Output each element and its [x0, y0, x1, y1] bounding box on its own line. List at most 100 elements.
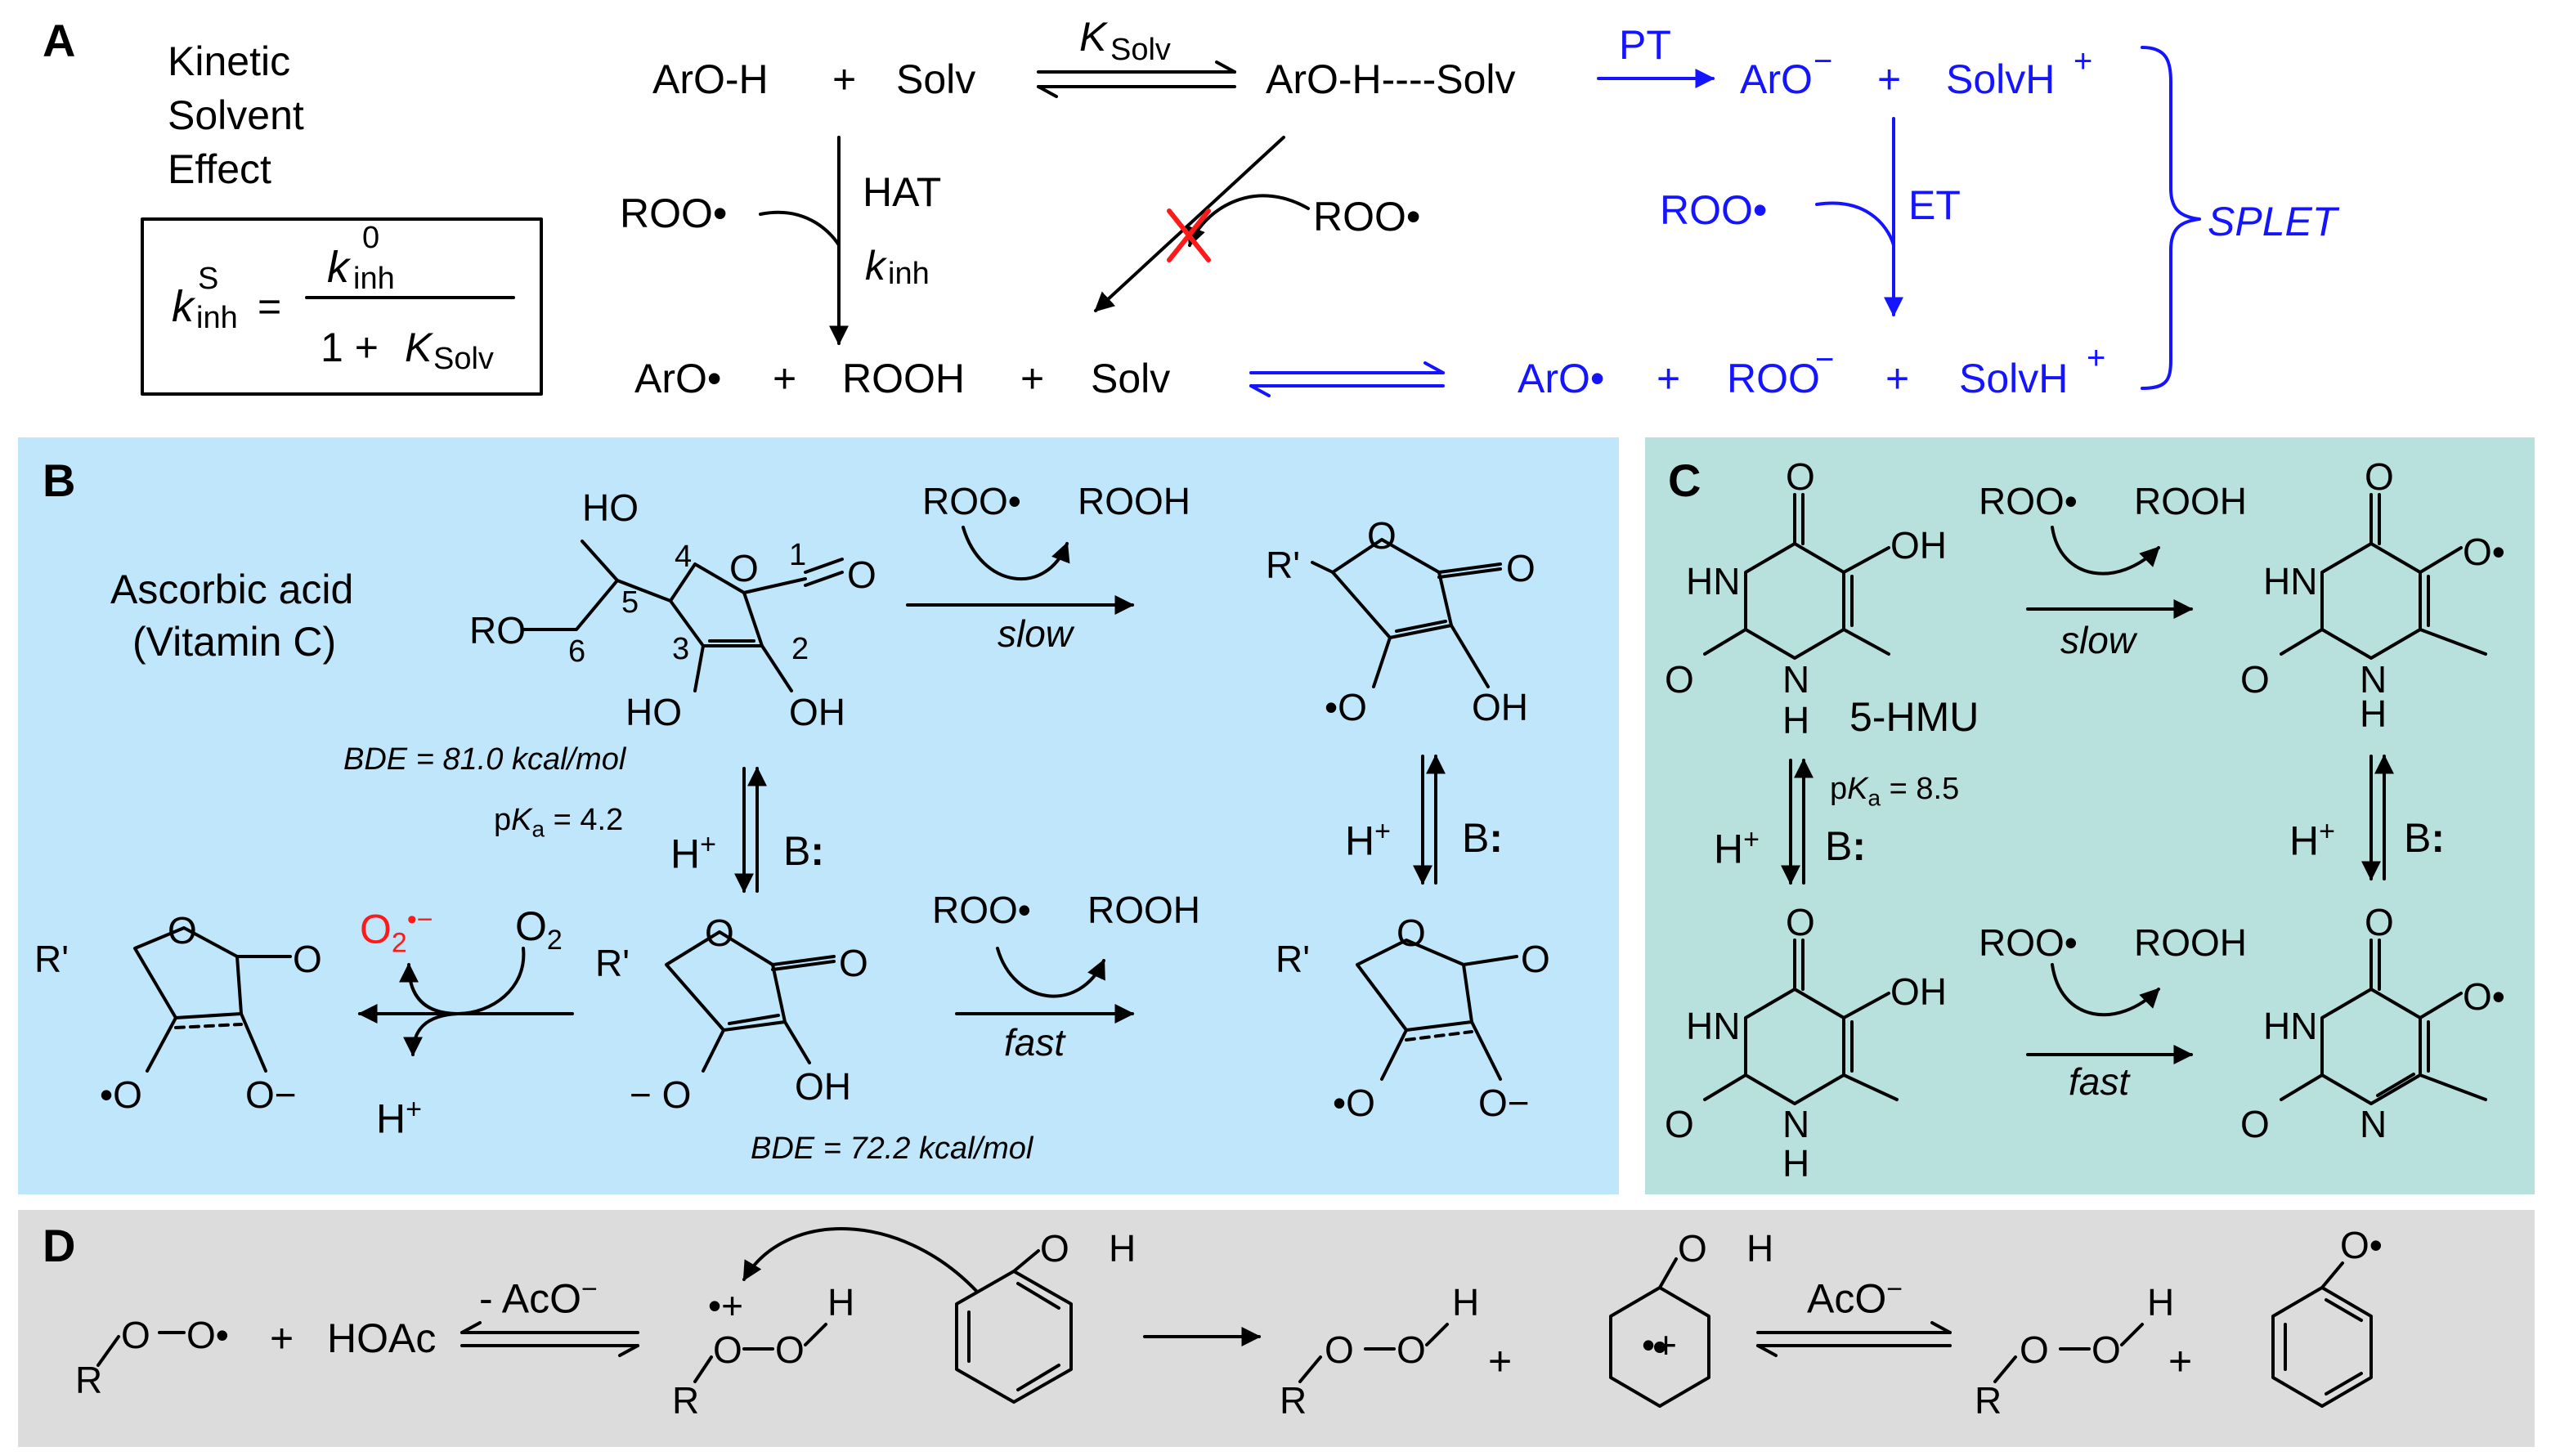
roo-curved-arrow-left	[759, 210, 841, 247]
h-label: H	[376, 1095, 406, 1142]
hmu-tl-o-top: O	[1786, 455, 1815, 498]
et-label: ET	[1908, 182, 1961, 228]
product1-o2: O	[1397, 1328, 1426, 1371]
hplus-released: H+	[376, 1095, 422, 1140]
b-label: B	[783, 828, 811, 874]
hmu-tr-o-top: O	[2365, 455, 2394, 498]
ascorbic-acid-structure	[522, 540, 844, 692]
kse-title-line1: Kinetic	[168, 38, 291, 84]
atom-number-4: 4	[675, 540, 693, 574]
k-inh-s-sup: S	[198, 262, 219, 296]
k-inh-label: k	[865, 243, 885, 289]
peroxyl-r: R	[75, 1359, 103, 1401]
protonated-o1: O	[713, 1328, 742, 1371]
slow-label-b: slow	[998, 612, 1074, 655]
ho-c3: HO	[625, 691, 682, 733]
peroxyl-o2: O•	[186, 1314, 229, 1356]
kse-title-line3: Effect	[168, 146, 271, 192]
carbonyl-oxygen-radical: O	[1506, 547, 1536, 589]
ho-top: HO	[582, 486, 639, 529]
panel-b-background	[18, 437, 1619, 1194]
oxide-right-product: O−	[1478, 1082, 1530, 1124]
protonated-r: R	[672, 1379, 700, 1422]
oxygen-radical-left-product: •O	[100, 1073, 142, 1116]
phenol-h: H	[1109, 1227, 1137, 1270]
hmu-top-right-ring	[2280, 493, 2487, 660]
hmu-bl-oh: OH	[1890, 970, 1947, 1013]
phenol-ring	[955, 1249, 1073, 1404]
hplus-equil-c-left: H+	[1714, 826, 1760, 870]
hmu-br-hn: HN	[2263, 1005, 2318, 1047]
hmu-tl-o-left: O	[1665, 658, 1694, 701]
bde-ascorbic-acid: BDE = 81.0 kcal/mol	[343, 742, 626, 777]
product2-o2: O	[2091, 1328, 2121, 1371]
phenoxyl-o-radical: O•	[2340, 1224, 2383, 1266]
hmu-bl-hn: HN	[1686, 1005, 1741, 1047]
oxygen-molecule-label: O2	[515, 906, 563, 954]
hmu-tr-o-radical: O•	[2463, 531, 2505, 573]
solvh-label-bottom: SolvH	[1959, 356, 2069, 401]
roo-minus-label: ROO	[1727, 356, 1820, 401]
roo-top-b: ROO•	[922, 480, 1021, 522]
ring-oxygen-radical: O	[1367, 514, 1397, 557]
h-charge: +	[2319, 816, 2335, 847]
hmu-br-o-radical: O•	[2463, 975, 2505, 1018]
k-inh-s-sub: inh	[196, 301, 238, 335]
ring-oxygen-anion: O	[705, 912, 734, 954]
phenol-o: O	[1040, 1227, 1069, 1270]
roo-radical-left: ROO•	[620, 190, 728, 236]
rprime-right-product: R'	[1276, 938, 1311, 980]
product1-o1: O	[1325, 1328, 1354, 1371]
roo-radical-blue: ROO•	[1660, 187, 1768, 233]
aro-radical-blue: ArO•	[1518, 356, 1605, 401]
cation-o: O	[1678, 1227, 1707, 1270]
solv-label-bottom: Solv	[1091, 356, 1171, 401]
product2-r: R	[1975, 1379, 2002, 1422]
h-charge: +	[1743, 824, 1760, 855]
blocked-x-mark	[1167, 208, 1211, 262]
oxide-anion: − O	[630, 1073, 692, 1116]
plus-d-3: +	[2168, 1338, 2193, 1384]
solvh-charge-top: +	[2074, 43, 2093, 79]
rooh-bottom-c: ROOH	[2134, 921, 2247, 964]
plus-row3-3: +	[1657, 356, 1681, 401]
pt-label: PT	[1619, 22, 1671, 68]
atom-number-1: 1	[789, 538, 807, 572]
h-label: H	[1714, 826, 1744, 872]
blocked-arrow	[1094, 136, 1285, 312]
fast-label-c: fast	[2069, 1060, 2130, 1103]
hmu-tr-o-left: O	[2240, 658, 2270, 701]
product2-o1: O	[2020, 1328, 2049, 1371]
hplus-equil-b-right: H+	[1345, 818, 1391, 862]
aco-charge: −	[581, 1274, 598, 1305]
h-charge: +	[406, 1094, 422, 1125]
atom-number-6: 6	[568, 634, 586, 669]
ring-radical-cation-charge: •+	[1642, 1324, 1677, 1366]
h-label: H	[670, 831, 701, 877]
protonated-o2: O	[775, 1328, 805, 1371]
hmu-tl-h: H	[1782, 699, 1810, 741]
minus-aco-label: - AcO−	[479, 1275, 598, 1319]
oh-anion: OH	[795, 1065, 851, 1108]
hmu-br-o-top: O	[2365, 901, 2394, 943]
hmu-top-left-ring	[1703, 493, 1890, 660]
hmu-tr-n: N	[2360, 658, 2387, 701]
kse-equation-box	[141, 217, 543, 396]
base-label-c-right: B:	[2404, 815, 2446, 861]
k-solv-sub: Solv	[1110, 33, 1171, 67]
ring-oxygen-left-product: O	[168, 909, 197, 952]
hmu-br-o-left: O	[2240, 1103, 2270, 1145]
hmu-tl-n: N	[1782, 658, 1810, 701]
hoac-label: HOAc	[327, 1315, 437, 1361]
denominator-prefix: 1 +	[321, 325, 379, 370]
b-label: B	[2404, 815, 2432, 861]
subscript-2: 2	[391, 927, 407, 959]
base-label-b-left: B:	[783, 828, 825, 874]
hmu-bottom-left-ring	[1703, 939, 1899, 1105]
splet-brace	[2141, 46, 2201, 390]
hmu-br-n: N	[2360, 1103, 2387, 1145]
carbonyl-oxygen-b: O	[847, 553, 876, 596]
protonated-h: H	[827, 1281, 855, 1324]
solvh-label-top: SolvH	[1946, 56, 2056, 102]
o-label: O	[515, 903, 547, 949]
